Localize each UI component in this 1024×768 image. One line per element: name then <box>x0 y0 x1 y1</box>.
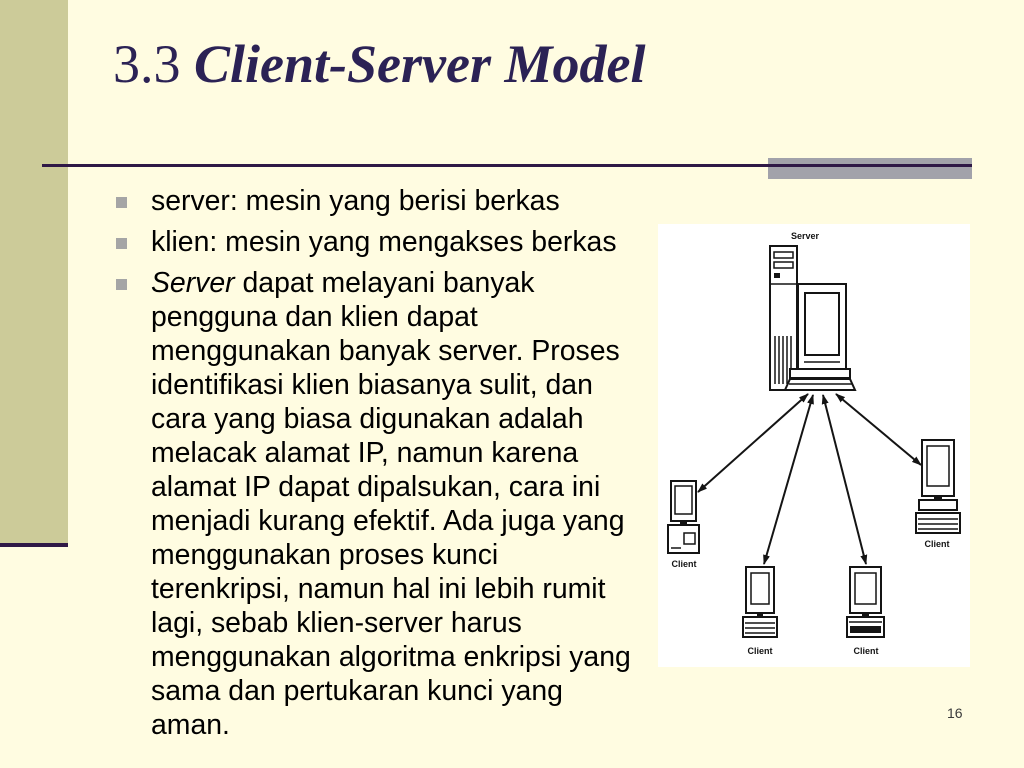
client-computer-icon <box>915 439 961 534</box>
client-keyboard <box>742 616 778 638</box>
slide-title: 3.3 Client-Server Model <box>113 37 645 91</box>
bullet-3-line: terenkripsi, namun hal ini lebih rumit <box>151 573 606 605</box>
client-keyboard-keys <box>850 626 881 633</box>
sidebar-underline <box>0 543 68 547</box>
bullet-3-line: menggunakan proses kunci <box>151 539 499 571</box>
title-rule <box>42 164 972 167</box>
server-monitor-base <box>789 368 851 379</box>
client-monitor-screen <box>750 572 770 605</box>
connection-arrow-right-client <box>835 393 922 466</box>
title-section-number: 3.3 <box>113 34 181 94</box>
server-drive-bay <box>773 251 794 259</box>
client-keyboard <box>915 512 961 534</box>
server-computer-icon <box>769 245 857 391</box>
client-monitor-screen <box>854 572 877 605</box>
connection-arrow-bottom-right-client <box>821 394 868 565</box>
server-label: Server <box>791 231 820 241</box>
bullet-3-line: menjadi kurang efektif. Ada juga yang <box>151 505 625 537</box>
connection-arrow-bottom-left-client <box>763 394 814 565</box>
square-bullet-icon <box>116 279 127 290</box>
client-label: Client <box>671 559 696 569</box>
client-computer-icon <box>667 480 700 554</box>
server-power-button <box>774 273 780 278</box>
client-label: Client <box>924 539 949 549</box>
bullet-1-text: server: mesin yang berisi berkas <box>151 185 560 217</box>
bullet-3-line: sama dan pertukaran kunci yang <box>151 675 563 707</box>
client-monitor-stand <box>934 496 942 500</box>
bullet-3-line: lagi, sebab klien-server harus <box>151 607 522 639</box>
server-drive-bay <box>773 261 794 269</box>
bullet-3-line-text: dapat melayani banyak <box>242 267 535 299</box>
client-computer-icon <box>742 566 778 638</box>
bullet-3-line: alamat IP dapat dipalsukan, cara ini <box>151 471 601 503</box>
bullet-3-italic-term: Server <box>151 267 235 299</box>
sidebar-accent-bar <box>0 0 68 543</box>
bullet-3-text: Server dapat melayani banyak pengguna da… <box>151 266 631 742</box>
client-label: Client <box>853 646 878 656</box>
client-monitor-stand <box>757 613 763 617</box>
bullet-3-line: aman. <box>151 709 230 741</box>
bullet-3-line: pengguna dan klien dapat <box>151 301 478 333</box>
client-computer-icon <box>846 566 885 638</box>
bullet-3-line: Server dapat melayani banyak <box>151 266 631 300</box>
client-server-diagram: Server Client <box>658 224 970 667</box>
client-monitor-stand <box>862 613 869 617</box>
client-monitor-screen <box>926 445 950 487</box>
title-text: Client-Server Model <box>194 34 646 94</box>
client-monitor-screen <box>674 485 693 515</box>
client-label: Client <box>747 646 772 656</box>
client-monitor-stand <box>680 521 687 525</box>
bullet-2-text: klien: mesin yang mengakses berkas <box>151 226 617 258</box>
bullet-3-line: identifikasi klien biasanya sulit, dan <box>151 369 593 401</box>
client-disk-drive <box>683 532 696 545</box>
square-bullet-icon <box>116 197 127 208</box>
bullet-3-line: menggunakan algoritma enkripsi yang <box>151 641 631 673</box>
bullet-3-line: cara yang biasa digunakan adalah <box>151 403 584 435</box>
title-rule-accent-block <box>768 158 972 179</box>
client-desktop-case <box>918 499 958 511</box>
page-number: 16 <box>947 705 963 721</box>
server-monitor-screen <box>804 292 840 356</box>
square-bullet-icon <box>116 238 127 249</box>
bullet-3-line: melacak alamat IP, namun karena <box>151 437 579 469</box>
bullet-3-line: menggunakan banyak server. Proses <box>151 335 620 367</box>
